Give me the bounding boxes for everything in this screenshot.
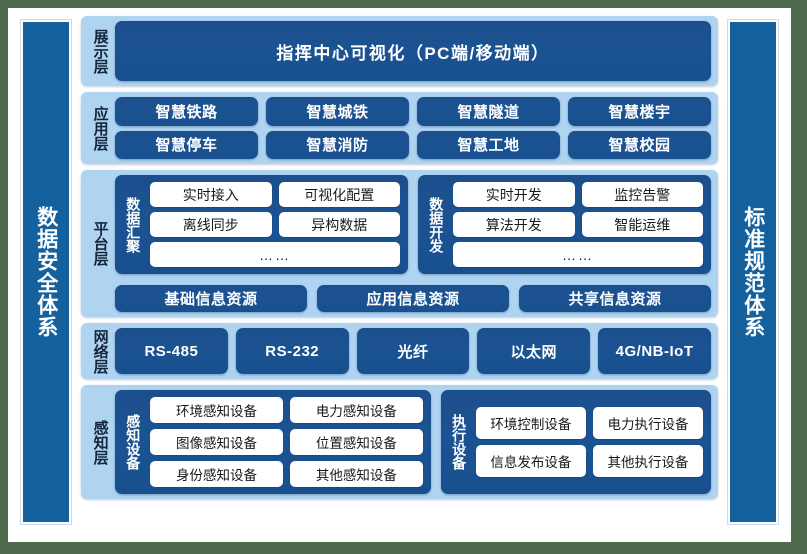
- layer-sensing-body: 感知设备 环境感知设备 电力感知设备 图像感知设备 位置感知设备: [115, 390, 711, 494]
- layer-network: 网络层 RS-485 RS-232 光纤 以太网 4G/NB-IoT: [81, 323, 718, 379]
- actuator-item-environment-control[interactable]: 环境控制设备: [475, 407, 586, 439]
- layer-sensing: 感知层 感知设备 环境感知设备 电力感知设备 图像感知设备: [81, 385, 718, 499]
- platform-groups: 数据汇聚 实时接入 可视化配置 离线同步 异构数据 ……: [115, 175, 711, 274]
- layer-network-label: 网络层: [91, 328, 109, 374]
- layer-application-label: 应用层: [91, 105, 109, 151]
- development-item-monitoring-alarm[interactable]: 监控告警: [581, 182, 703, 207]
- layer-display: 展示层 指挥中心可视化（PC端/移动端）: [81, 16, 718, 86]
- resource-item-shared-info[interactable]: 共享信息资源: [519, 285, 711, 312]
- architecture-diagram: 数据安全体系 展示层 指挥中心可视化（PC端/移动端） 应用层 智慧铁路 智慧城…: [8, 8, 791, 542]
- right-pillar-standards: 标准规范体系: [727, 19, 779, 525]
- app-item-smart-tunnel[interactable]: 智慧隧道: [417, 97, 560, 126]
- actuator-row-1: 环境控制设备 电力执行设备: [475, 407, 703, 439]
- development-row-ellipsis: ……: [453, 242, 703, 267]
- platform-resource-row: 基础信息资源 应用信息资源 共享信息资源: [115, 285, 711, 312]
- development-item-algorithm-development[interactable]: 算法开发: [453, 212, 575, 237]
- platform-group-data-aggregation: 数据汇聚 实时接入 可视化配置 离线同步 异构数据 ……: [115, 175, 408, 274]
- left-pillar-label: 数据安全体系: [34, 206, 58, 338]
- aggregation-item-ellipsis[interactable]: ……: [150, 242, 400, 267]
- layer-display-body: 指挥中心可视化（PC端/移动端）: [115, 21, 711, 81]
- development-row-2: 算法开发 智能运维: [453, 212, 703, 237]
- resource-item-application-info[interactable]: 应用信息资源: [317, 285, 509, 312]
- sensing-group-actuator-devices-label: 执行设备: [451, 414, 468, 470]
- aggregation-item-visual-config[interactable]: 可视化配置: [278, 182, 400, 207]
- aggregation-row-1: 实时接入 可视化配置: [150, 182, 400, 207]
- network-item-4g-nbiot[interactable]: 4G/NB-IoT: [598, 328, 711, 374]
- aggregation-item-realtime-ingest[interactable]: 实时接入: [150, 182, 272, 207]
- sensing-group-sensor-devices-label: 感知设备: [125, 414, 142, 470]
- application-row-2: 智慧停车 智慧消防 智慧工地 智慧校园: [115, 130, 711, 159]
- aggregation-row-2: 离线同步 异构数据: [150, 212, 400, 237]
- sensor-row-3: 身份感知设备 其他感知设备: [150, 461, 423, 487]
- sensor-item-location[interactable]: 位置感知设备: [289, 429, 423, 455]
- actuator-item-power-execution[interactable]: 电力执行设备: [592, 407, 703, 439]
- sensing-group-actuator-devices: 执行设备 环境控制设备 电力执行设备 信息发布设备 其他执行设备: [440, 390, 711, 494]
- left-pillar-data-security: 数据安全体系: [20, 19, 72, 525]
- sensor-item-identity[interactable]: 身份感知设备: [150, 461, 283, 487]
- sensing-groups: 感知设备 环境感知设备 电力感知设备 图像感知设备 位置感知设备: [115, 390, 711, 494]
- sensing-group-sensor-devices: 感知设备 环境感知设备 电力感知设备 图像感知设备 位置感知设备: [115, 390, 431, 494]
- app-item-smart-building[interactable]: 智慧楼宇: [568, 97, 711, 126]
- app-item-smart-railway[interactable]: 智慧铁路: [115, 97, 258, 126]
- actuator-row-2: 信息发布设备 其他执行设备: [475, 445, 703, 477]
- app-item-smart-campus[interactable]: 智慧校园: [568, 130, 711, 159]
- platform-group-data-development-grid: 实时开发 监控告警 算法开发 智能运维 ……: [453, 182, 703, 267]
- sensor-row-1: 环境感知设备 电力感知设备: [150, 397, 423, 423]
- network-item-rs232[interactable]: RS-232: [235, 328, 349, 374]
- layer-sensing-label: 感知层: [91, 419, 109, 465]
- sensing-group-actuator-devices-grid: 环境控制设备 电力执行设备 信息发布设备 其他执行设备: [475, 397, 703, 487]
- layer-network-body: RS-485 RS-232 光纤 以太网 4G/NB-IoT: [115, 328, 711, 374]
- actuator-item-other-execution[interactable]: 其他执行设备: [592, 445, 703, 477]
- aggregation-row-ellipsis: ……: [150, 242, 400, 267]
- application-row-1: 智慧铁路 智慧城铁 智慧隧道 智慧楼宇: [115, 97, 711, 126]
- app-item-smart-construction-site[interactable]: 智慧工地: [417, 130, 560, 159]
- display-banner-box[interactable]: 指挥中心可视化（PC端/移动端）: [115, 21, 711, 81]
- layer-stack: 展示层 指挥中心可视化（PC端/移动端） 应用层 智慧铁路 智慧城铁 智慧隧道 …: [81, 8, 718, 542]
- layer-platform-label: 平台层: [91, 221, 109, 266]
- sensor-row-2: 图像感知设备 位置感知设备: [150, 429, 423, 455]
- platform-group-data-development-label: 数据开发: [428, 196, 445, 253]
- sensor-item-other[interactable]: 其他感知设备: [289, 461, 423, 487]
- resource-item-basic-info[interactable]: 基础信息资源: [115, 285, 307, 312]
- platform-group-data-development: 数据开发 实时开发 监控告警 算法开发 智能运维 ……: [418, 175, 711, 274]
- aggregation-item-heterogeneous-data[interactable]: 异构数据: [278, 212, 400, 237]
- app-item-smart-urban-rail[interactable]: 智慧城铁: [266, 97, 409, 126]
- sensor-item-image[interactable]: 图像感知设备: [150, 429, 283, 455]
- network-row: RS-485 RS-232 光纤 以太网 4G/NB-IoT: [115, 328, 711, 374]
- app-item-smart-parking[interactable]: 智慧停车: [115, 130, 258, 159]
- layer-platform-body: 数据汇聚 实时接入 可视化配置 离线同步 异构数据 ……: [115, 175, 711, 312]
- layer-display-label: 展示层: [91, 28, 109, 74]
- development-item-ellipsis[interactable]: ……: [453, 242, 703, 267]
- sensor-item-environment[interactable]: 环境感知设备: [150, 397, 283, 423]
- actuator-item-information-release[interactable]: 信息发布设备: [475, 445, 586, 477]
- network-item-ethernet[interactable]: 以太网: [477, 328, 591, 374]
- layer-application: 应用层 智慧铁路 智慧城铁 智慧隧道 智慧楼宇 智慧停车 智慧消防 智慧工地 智…: [81, 92, 718, 164]
- platform-group-data-aggregation-label: 数据汇聚: [125, 196, 142, 253]
- development-item-intelligent-ops[interactable]: 智能运维: [581, 212, 703, 237]
- network-item-rs485[interactable]: RS-485: [115, 328, 228, 374]
- development-row-1: 实时开发 监控告警: [453, 182, 703, 207]
- sensor-item-power[interactable]: 电力感知设备: [289, 397, 423, 423]
- layer-platform: 平台层 数据汇聚 实时接入 可视化配置 离线同步 异: [81, 170, 718, 317]
- app-item-smart-firefighting[interactable]: 智慧消防: [266, 130, 409, 159]
- aggregation-item-offline-sync[interactable]: 离线同步: [150, 212, 272, 237]
- layer-application-body: 智慧铁路 智慧城铁 智慧隧道 智慧楼宇 智慧停车 智慧消防 智慧工地 智慧校园: [115, 97, 711, 159]
- platform-group-data-aggregation-grid: 实时接入 可视化配置 离线同步 异构数据 ……: [150, 182, 400, 267]
- development-item-realtime-development[interactable]: 实时开发: [453, 182, 575, 207]
- network-item-optical-fiber[interactable]: 光纤: [356, 328, 470, 374]
- sensing-group-sensor-devices-grid: 环境感知设备 电力感知设备 图像感知设备 位置感知设备 身份感知设备 其他感知设…: [150, 397, 423, 487]
- right-pillar-label: 标准规范体系: [741, 206, 765, 338]
